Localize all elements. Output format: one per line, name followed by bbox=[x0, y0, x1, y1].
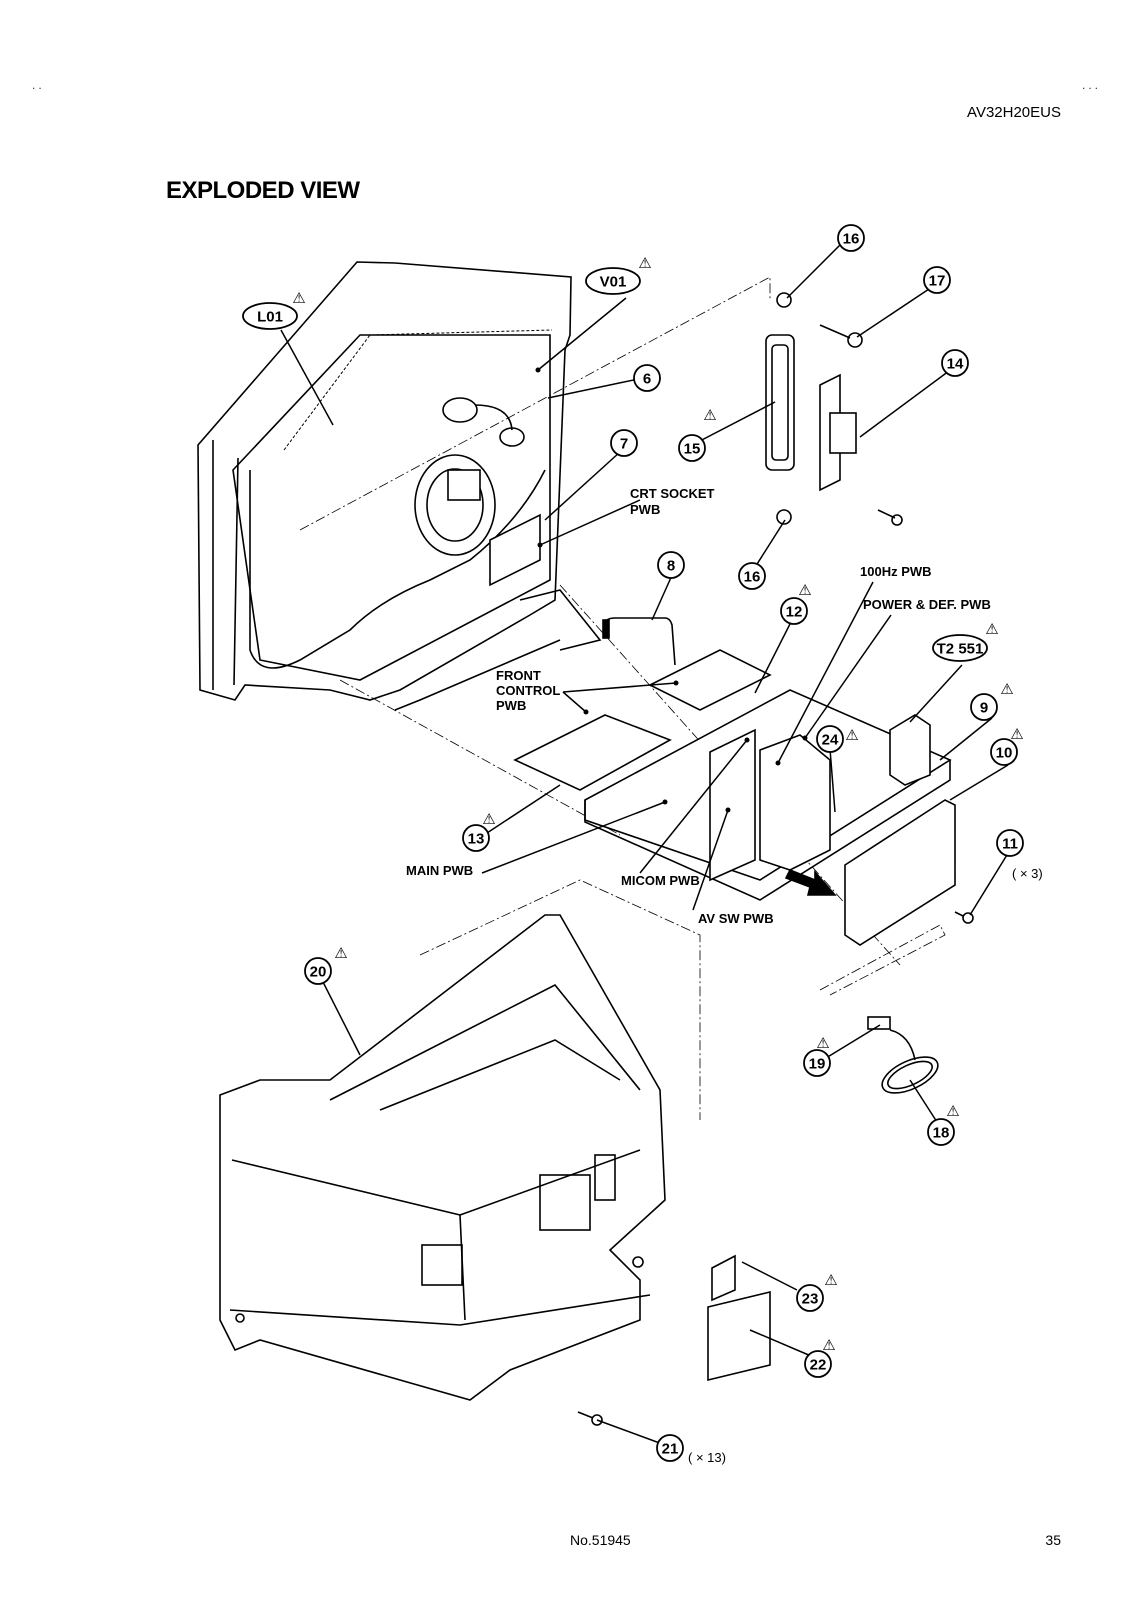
label-front-control-pwb-3: PWB bbox=[496, 698, 526, 713]
callout-23 bbox=[796, 1284, 824, 1312]
warning-icon: ⚠ bbox=[798, 581, 811, 599]
callout-label-L01: L01 bbox=[257, 309, 283, 326]
warning-icon: ⚠ bbox=[822, 1336, 835, 1354]
header-left-marks: .. bbox=[32, 78, 45, 92]
callout-label-V01: V01 bbox=[600, 274, 627, 291]
label-crt-socket-pwb-1: CRT SOCKET bbox=[630, 486, 715, 501]
warning-icon: ⚠ bbox=[703, 406, 716, 424]
callout-label-14: 14 bbox=[947, 356, 964, 373]
callout-label-12: 12 bbox=[786, 604, 803, 621]
callout-label-24: 24 bbox=[822, 732, 839, 749]
callout-label-17: 17 bbox=[929, 273, 946, 290]
page-number: 35 bbox=[1045, 1532, 1061, 1548]
callout-label-7: 7 bbox=[620, 436, 628, 453]
callout-label-9: 9 bbox=[980, 700, 988, 717]
warning-icon: ⚠ bbox=[482, 810, 495, 828]
callout-label-18: 18 bbox=[933, 1125, 950, 1142]
callout-24 bbox=[816, 725, 844, 753]
callout-label-22: 22 bbox=[810, 1357, 827, 1374]
callout-label-10: 10 bbox=[996, 745, 1013, 762]
warning-icon: ⚠ bbox=[824, 1271, 837, 1289]
callout-label-21: 21 bbox=[662, 1441, 679, 1458]
callout-T2551 bbox=[932, 634, 988, 662]
label-front-control-pwb-1: FRONT bbox=[496, 668, 541, 683]
callout-15 bbox=[678, 434, 706, 462]
callout-7 bbox=[610, 429, 638, 457]
label-front-control-pwb-2: CONTROL bbox=[496, 683, 560, 698]
warning-icon: ⚠ bbox=[1000, 680, 1013, 698]
callout-8 bbox=[657, 551, 685, 579]
leader-lines bbox=[280, 235, 1011, 1446]
callout-label-16b: 16 bbox=[744, 569, 761, 586]
rear-cabinet bbox=[219, 914, 666, 1401]
callout-11 bbox=[996, 829, 1024, 857]
warning-icon: ⚠ bbox=[845, 726, 858, 744]
rear-terminal-parts bbox=[765, 292, 903, 526]
leader-dots bbox=[535, 367, 808, 813]
callout-V01 bbox=[585, 267, 641, 295]
label-av-sw-pwb: AV SW PWB bbox=[698, 911, 774, 926]
callout-19 bbox=[803, 1049, 831, 1077]
callout-6 bbox=[633, 364, 661, 392]
callout-16b bbox=[738, 562, 766, 590]
callout-22 bbox=[804, 1350, 832, 1378]
callout-18 bbox=[927, 1118, 955, 1146]
callout-label-16: 16 bbox=[843, 231, 860, 248]
callout-label-T2551: T2 551 bbox=[937, 641, 984, 658]
label-main-pwb: MAIN PWB bbox=[406, 863, 473, 878]
callout-label-6: 6 bbox=[643, 371, 651, 388]
model-number: AV32H20EUS bbox=[967, 104, 1061, 121]
callout-12 bbox=[780, 597, 808, 625]
warning-icon: ⚠ bbox=[292, 289, 305, 307]
label-micom-pwb: MICOM PWB bbox=[621, 873, 700, 888]
callout-13 bbox=[462, 824, 490, 852]
label-100hz-pwb: 100Hz PWB bbox=[860, 564, 932, 579]
callout-label-19: 19 bbox=[809, 1056, 826, 1073]
warning-icon: ⚠ bbox=[334, 944, 347, 962]
callout-21 bbox=[656, 1434, 684, 1462]
callout-14 bbox=[941, 349, 969, 377]
crt-assembly bbox=[197, 261, 602, 711]
warning-icon: ⚠ bbox=[985, 620, 998, 638]
qty-21: ( × 13) bbox=[688, 1450, 726, 1465]
callout-label-13: 13 bbox=[468, 831, 485, 848]
page-title: EXPLODED VIEW bbox=[166, 177, 360, 204]
warning-icon: ⚠ bbox=[1010, 725, 1023, 743]
callout-label-15: 15 bbox=[684, 441, 701, 458]
callout-L01 bbox=[242, 302, 298, 330]
chassis-pwb-assembly bbox=[513, 617, 974, 946]
qty-11: ( × 3) bbox=[1012, 866, 1043, 881]
callout-label-11: 11 bbox=[1002, 836, 1018, 853]
warning-icons: ⚠ ⚠ ⚠ ⚠ ⚠ ⚠ ⚠ ⚠ ⚠ ⚠ ⚠ ⚠ ⚠ ⚠ bbox=[292, 254, 1023, 1354]
callout-9 bbox=[970, 693, 998, 721]
callout-20 bbox=[304, 957, 332, 985]
callout-17 bbox=[923, 266, 951, 294]
warning-icon: ⚠ bbox=[946, 1102, 959, 1120]
callout-10 bbox=[990, 738, 1018, 766]
document-number: No.51945 bbox=[570, 1532, 631, 1548]
header-right-marks: ... bbox=[1081, 78, 1101, 92]
callout-label-8: 8 bbox=[667, 558, 675, 575]
callout-label-23: 23 bbox=[802, 1291, 819, 1308]
callout-16 bbox=[837, 224, 865, 252]
warning-icon: ⚠ bbox=[638, 254, 651, 272]
callout-label-20: 20 bbox=[310, 964, 327, 981]
warning-icon: ⚠ bbox=[816, 1034, 829, 1052]
label-power-def-pwb: POWER & DEF. PWB bbox=[863, 597, 991, 612]
label-crt-socket-pwb-2: PWB bbox=[630, 502, 660, 517]
